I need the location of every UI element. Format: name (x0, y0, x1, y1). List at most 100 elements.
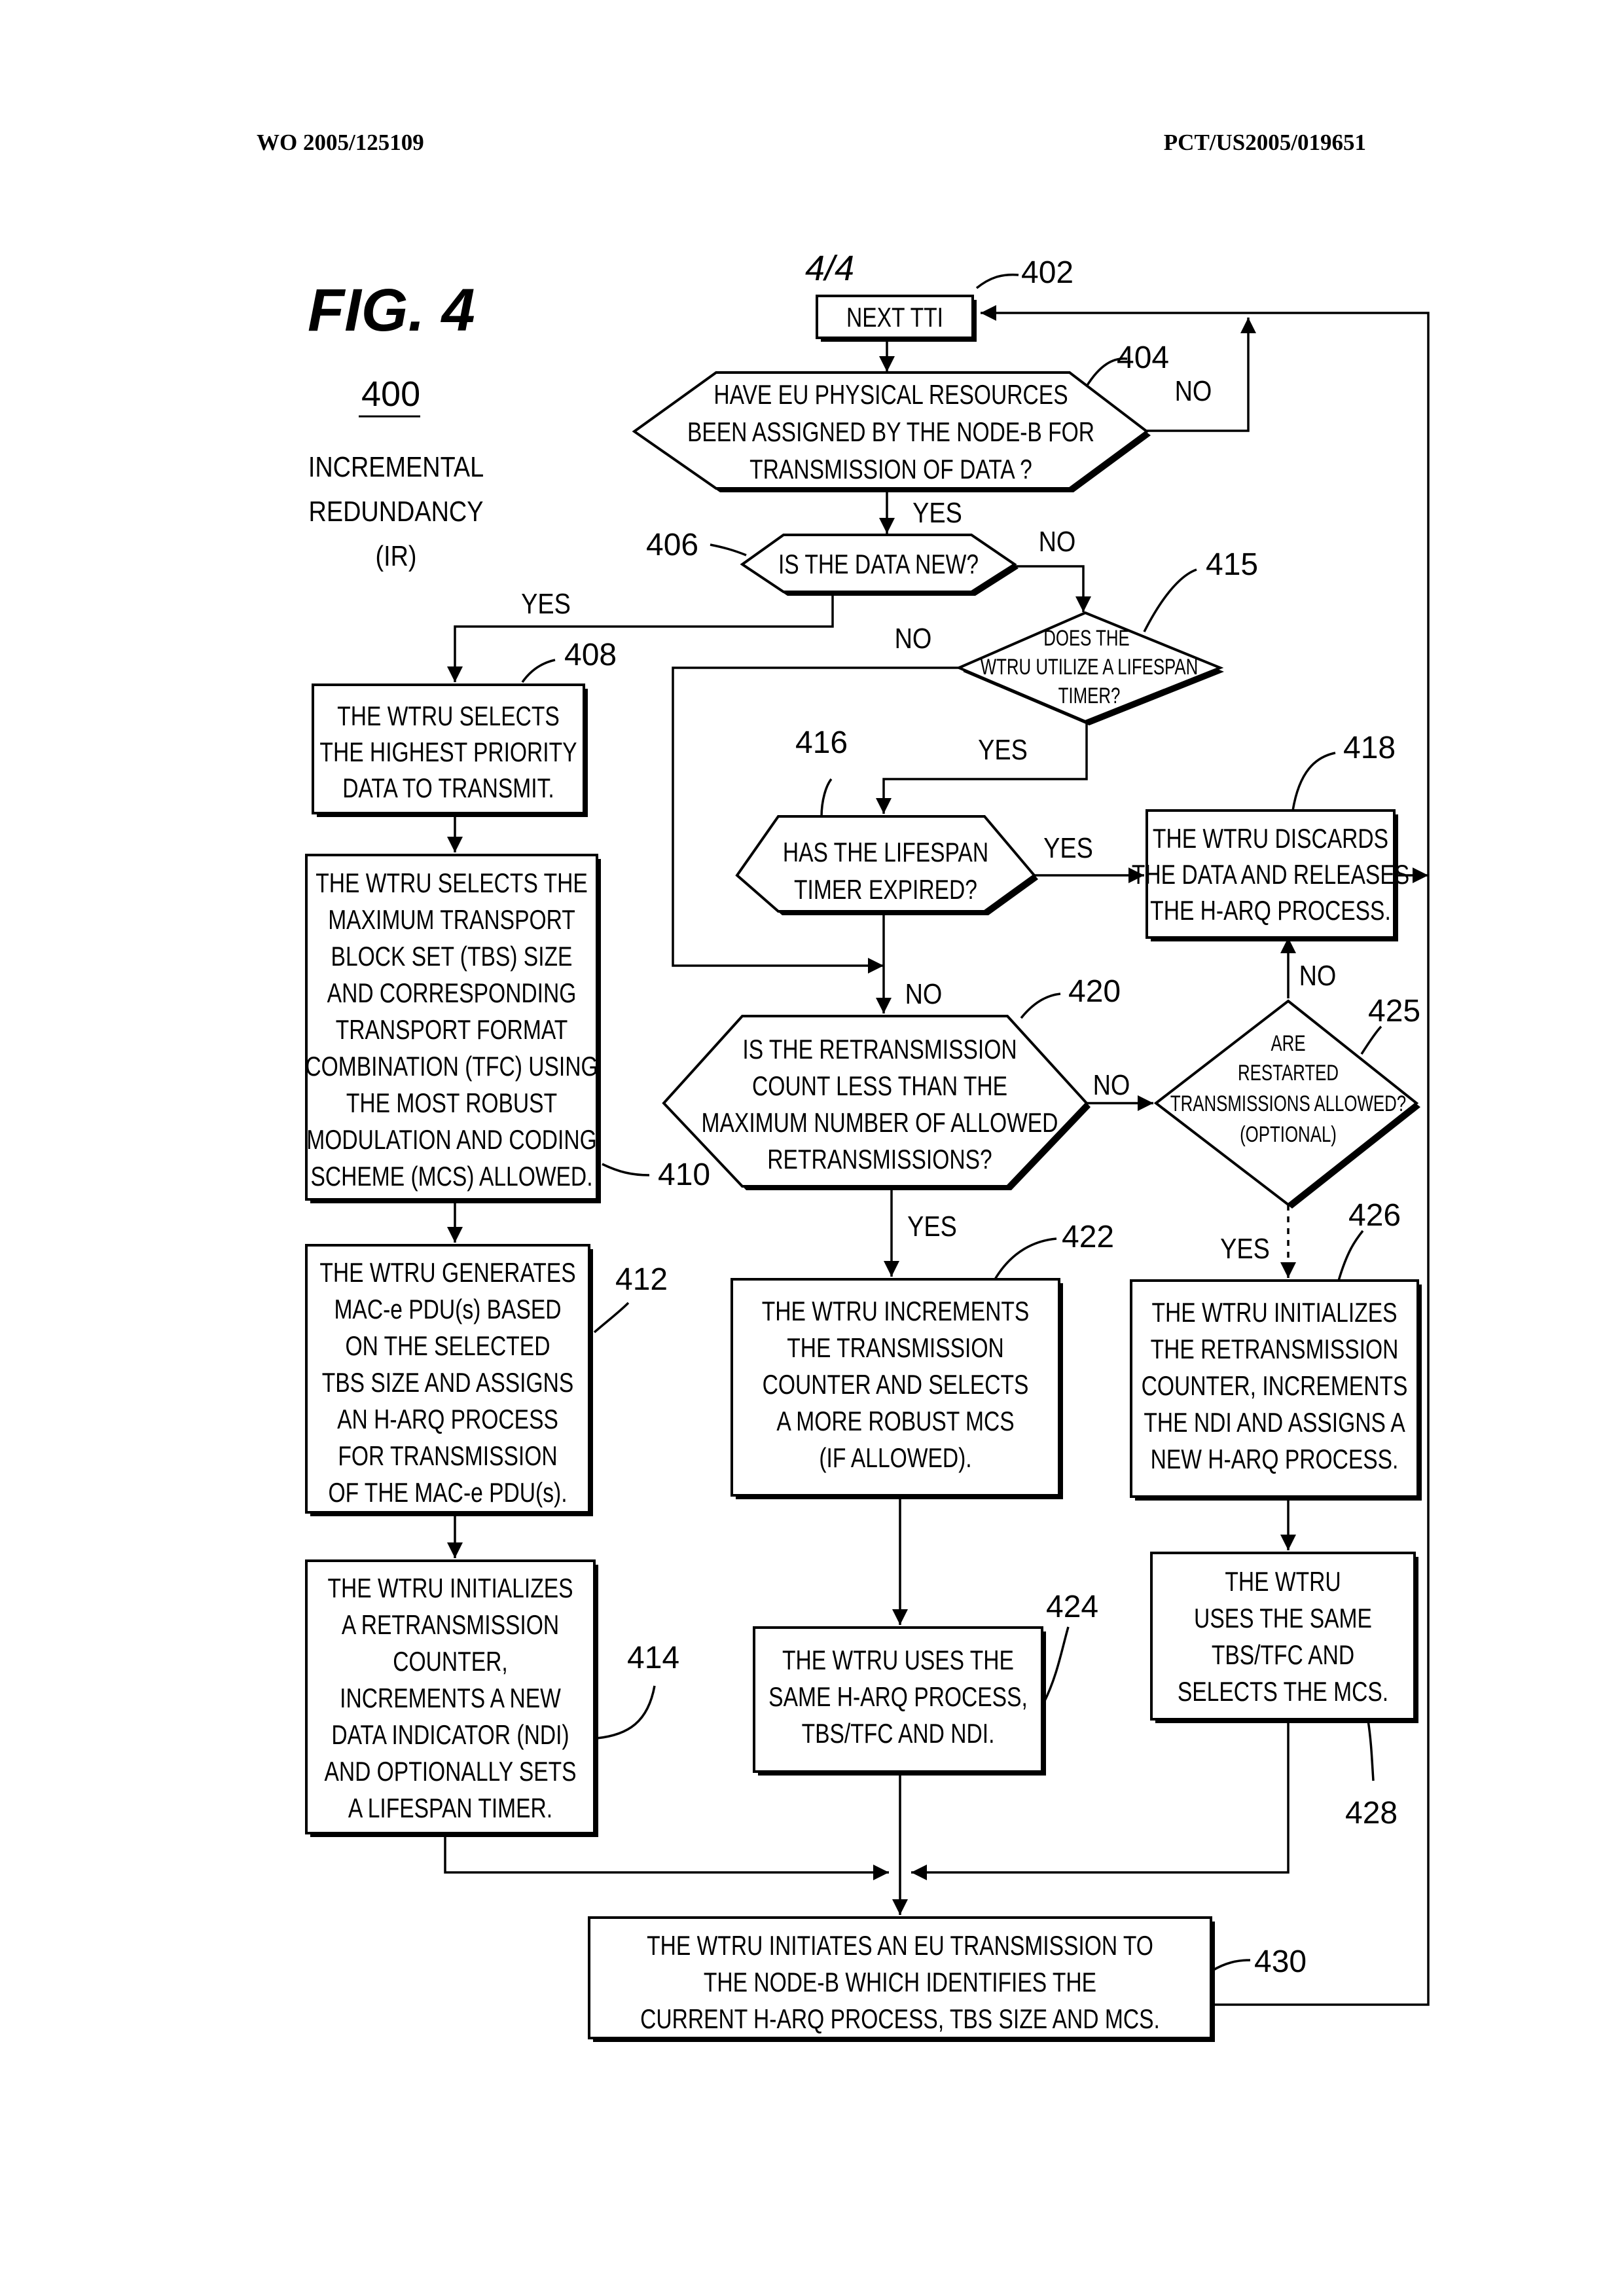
step-422: THE WTRU INCREMENTS THE TRANSMISSION COU… (732, 1279, 1063, 1499)
step-text: TBS/TFC AND (1212, 1641, 1354, 1671)
step-text: TRANSMISSION OF DATA ? (749, 455, 1032, 485)
figure-caption-line: (IR) (375, 539, 416, 572)
step-text: A LIFESPAN TIMER. (348, 1794, 552, 1824)
step-text: ARE (1271, 1032, 1305, 1056)
step-text: THE WTRU USES THE (782, 1646, 1014, 1676)
step-text: THE NODE-B WHICH IDENTIFIES THE (704, 1968, 1096, 1998)
ref-numeral: 410 (658, 1157, 710, 1192)
step-text: THE NDI AND ASSIGNS A (1144, 1408, 1405, 1438)
yes-label: YES (1043, 831, 1093, 864)
figure-caption-line: REDUNDANCY (309, 495, 484, 527)
step-430: THE WTRU INITIATES AN EU TRANSMISSION TO… (589, 1918, 1215, 2042)
ref-numeral: 414 (627, 1641, 679, 1675)
ref-numeral: 422 (1062, 1220, 1114, 1254)
step-text: IS THE DATA NEW? (778, 550, 979, 580)
step-text: THE WTRU DISCARDS (1153, 824, 1388, 854)
ref-numeral: 425 (1368, 994, 1420, 1029)
figure-sheet: 4/4 (805, 249, 854, 288)
step-text: MAXIMUM TRANSPORT (328, 905, 575, 936)
step-402-next-tti: NEXT TTI (817, 296, 977, 342)
step-text: ON THE SELECTED (346, 1332, 550, 1362)
step-text: OF THE MAC-e PDU(s). (328, 1478, 567, 1508)
ref-numeral: 406 (646, 528, 698, 562)
step-text: MODULATION AND CODING (306, 1125, 596, 1156)
ref-numeral: 404 (1117, 340, 1169, 375)
no-label: NO (1093, 1068, 1130, 1101)
ref-numeral: 415 (1206, 547, 1258, 582)
step-text: SAME H-ARQ PROCESS, (768, 1683, 1028, 1713)
step-text: SELECTS THE MCS. (1178, 1677, 1388, 1707)
step-text: FOR TRANSMISSION (338, 1442, 557, 1472)
step-text: COUNTER, INCREMENTS (1142, 1372, 1408, 1402)
step-text: (IF ALLOWED). (819, 1444, 971, 1474)
decision-415: DOES THE WTRU UTILIZE A LIFESPAN TIMER? (959, 613, 1224, 725)
step-text: BLOCK SET (TBS) SIZE (331, 942, 573, 972)
step-text: MAC-e PDU(s) BASED (334, 1295, 561, 1325)
ref-numeral: 412 (615, 1262, 668, 1297)
step-text: THE WTRU INCREMENTS (762, 1297, 1030, 1327)
no-label: NO (905, 977, 943, 1010)
ref-numeral: 420 (1068, 974, 1121, 1009)
step-text: A RETRANSMISSION (342, 1611, 559, 1641)
step-text: IS THE RETRANSMISSION (742, 1035, 1017, 1065)
step-text: THE RETRANSMISSION (1151, 1335, 1399, 1365)
decision-425: ARE RESTARTED TRANSMISSIONS ALLOWED? (OP… (1156, 1001, 1420, 1209)
decision-406: IS THE DATA NEW? (742, 535, 1019, 596)
step-text: (OPTIONAL) (1240, 1123, 1337, 1147)
step-text: THE WTRU INITIALIZES (1151, 1298, 1397, 1328)
figure-ref: 400 (361, 374, 420, 414)
step-426: THE WTRU INITIALIZES THE RETRANSMISSION … (1131, 1281, 1422, 1501)
no-label: NO (895, 622, 932, 654)
step-412: THE WTRU GENERATES MAC-e PDU(s) BASED ON… (306, 1245, 593, 1516)
ref-numeral: 402 (1021, 255, 1074, 290)
step-text: COMBINATION (TFC) USING (305, 1052, 598, 1082)
step-text: RESTARTED (1238, 1061, 1339, 1085)
step-text: AND CORRESPONDING (327, 979, 577, 1009)
step-410: THE WTRU SELECTS THE MAXIMUM TRANSPORT B… (305, 855, 601, 1203)
step-text: AND OPTIONALLY SETS (324, 1757, 576, 1787)
step-418: THE WTRU DISCARDS THE DATA AND RELEASES … (1132, 811, 1409, 941)
step-text: DATA TO TRANSMIT. (342, 774, 554, 804)
step-424: THE WTRU USES THE SAME H-ARQ PROCESS, TB… (754, 1628, 1046, 1776)
step-text: MAXIMUM NUMBER OF ALLOWED (702, 1108, 1058, 1139)
step-text: THE MOST ROBUST (346, 1089, 557, 1119)
step-text: THE WTRU GENERATES (319, 1258, 575, 1288)
ref-numeral: 428 (1345, 1796, 1398, 1831)
figure-title: FIG. 4 (308, 277, 475, 344)
step-text: THE WTRU (1225, 1567, 1341, 1597)
step-414: THE WTRU INITIALIZES A RETRANSMISSION CO… (306, 1561, 598, 1837)
ref-numeral: 426 (1348, 1198, 1401, 1233)
yes-label: YES (912, 496, 962, 528)
yes-label: YES (521, 587, 571, 619)
step-text: COUNTER, (393, 1647, 507, 1677)
step-text: NEW H-ARQ PROCESS. (1151, 1445, 1399, 1475)
ref-numeral: 416 (795, 725, 848, 760)
yes-label: YES (1220, 1232, 1270, 1264)
step-text: WTRU UTILIZE A LIFESPAN (981, 655, 1199, 680)
decision-420: IS THE RETRANSMISSION COUNT LESS THAN TH… (664, 1016, 1091, 1190)
ref-numeral: 430 (1254, 1944, 1307, 1979)
step-text: THE DATA AND RELEASES (1132, 860, 1409, 890)
step-text: THE HIGHEST PRIORITY (319, 738, 577, 768)
step-text: THE H-ARQ PROCESS. (1150, 896, 1391, 926)
yes-label: YES (907, 1210, 957, 1242)
ref-numeral: 418 (1343, 731, 1396, 765)
step-text: HAS THE LIFESPAN (783, 838, 988, 868)
no-label: NO (1175, 374, 1212, 407)
step-text: THE WTRU INITIATES AN EU TRANSMISSION TO (647, 1931, 1153, 1961)
step-text: SCHEME (MCS) ALLOWED. (310, 1162, 592, 1192)
step-428: THE WTRU USES THE SAME TBS/TFC AND SELEC… (1151, 1553, 1418, 1723)
step-408: THE WTRU SELECTS THE HIGHEST PRIORITY DA… (313, 685, 588, 817)
step-text: TRANSPORT FORMAT (336, 1015, 568, 1046)
step-text: HAVE EU PHYSICAL RESOURCES (713, 380, 1068, 410)
step-text: TIMER? (1058, 684, 1121, 708)
no-label: NO (1299, 959, 1337, 991)
step-text: A MORE ROBUST MCS (776, 1407, 1014, 1437)
step-text: BEEN ASSIGNED BY THE NODE-B FOR (687, 418, 1094, 448)
step-text: NEXT TTI (846, 303, 943, 333)
step-text: RETRANSMISSIONS? (767, 1145, 992, 1175)
step-text: THE TRANSMISSION (787, 1334, 1004, 1364)
ref-numeral: 408 (564, 638, 617, 672)
ref-numeral: 424 (1046, 1590, 1098, 1624)
